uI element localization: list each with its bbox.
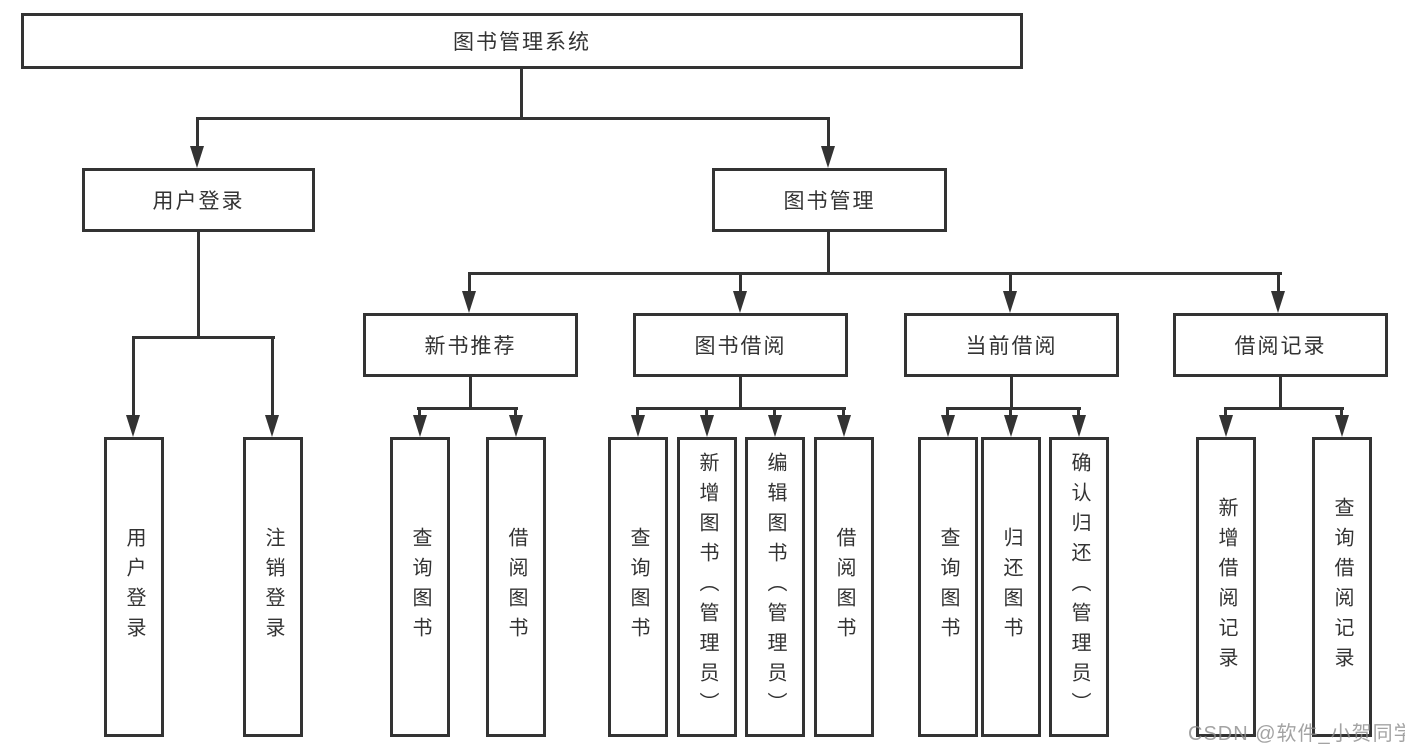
- node-current-borrow: 当前借阅: [904, 313, 1119, 377]
- node-root: 图书管理系统: [21, 13, 1023, 69]
- arrowhead-icon: [509, 415, 523, 437]
- connector-borrow-records-horizontal: [1224, 407, 1344, 410]
- leaf-borrow-books-2-label: 借阅图书: [833, 527, 855, 647]
- node-borrow-records: 借阅记录: [1173, 313, 1388, 377]
- connector-level1-horizontal: [196, 117, 830, 120]
- node-borrow-records-label: 借阅记录: [1234, 335, 1327, 358]
- leaf-add-borrow-record-label: 新增借阅记录: [1215, 497, 1237, 677]
- node-new-book-recommend-label: 新书推荐: [424, 335, 517, 358]
- leaf-borrow-books-2: 借阅图书: [814, 437, 874, 737]
- leaf-edit-books-admin-label: 编辑图书（管理员）: [764, 452, 786, 722]
- connector-current-borrow-stem: [1010, 375, 1013, 410]
- connector-to-new-book-recommend: [468, 272, 471, 293]
- connector-to-user-login: [196, 117, 199, 148]
- leaf-add-books-admin: 新增图书（管理员）: [677, 437, 737, 737]
- connector-book-borrow-stem: [739, 375, 742, 410]
- node-user-login-group-label: 用户登录: [152, 190, 245, 213]
- arrowhead-icon: [631, 415, 645, 437]
- leaf-user-login-label: 用户登录: [123, 527, 145, 647]
- connector-to-leaf: [1077, 407, 1080, 417]
- connector-to-leaf: [418, 407, 421, 417]
- leaf-logout: 注销登录: [243, 437, 303, 737]
- node-book-borrow-label: 图书借阅: [694, 335, 787, 358]
- connector-book-borrow-horizontal: [636, 407, 846, 410]
- leaf-return-books-label: 归还图书: [1000, 527, 1022, 647]
- node-current-borrow-label: 当前借阅: [965, 335, 1058, 358]
- connector-user-login-horizontal: [132, 336, 275, 339]
- leaf-query-borrow-record: 查询借阅记录: [1312, 437, 1372, 737]
- arrowhead-icon: [821, 146, 835, 168]
- leaf-borrow-books-1-label: 借阅图书: [505, 527, 527, 647]
- node-user-login-group: 用户登录: [82, 168, 315, 232]
- connector-root-stem: [520, 69, 523, 120]
- leaf-query-books-3: 查询图书: [918, 437, 978, 737]
- arrowhead-icon: [1072, 415, 1086, 437]
- leaf-query-books-3-label: 查询图书: [937, 527, 959, 647]
- leaf-add-books-admin-label: 新增图书（管理员）: [696, 452, 718, 722]
- arrowhead-icon: [1003, 291, 1017, 313]
- connector-to-leaf: [946, 407, 949, 417]
- connector-to-leaf: [1340, 407, 1343, 417]
- arrowhead-icon: [837, 415, 851, 437]
- arrowhead-icon: [1004, 415, 1018, 437]
- node-book-borrow: 图书借阅: [633, 313, 848, 377]
- arrowhead-icon: [1335, 415, 1349, 437]
- connector-to-leaf: [1009, 407, 1012, 417]
- arrowhead-icon: [265, 415, 279, 437]
- connector-to-leaf-user-login: [132, 336, 135, 417]
- arrowhead-icon: [413, 415, 427, 437]
- leaf-edit-books-admin: 编辑图书（管理员）: [745, 437, 805, 737]
- leaf-query-books-2: 查询图书: [608, 437, 668, 737]
- connector-new-book-stem: [469, 375, 472, 410]
- node-book-management: 图书管理: [712, 168, 947, 232]
- leaf-query-books-1-label: 查询图书: [409, 527, 431, 647]
- arrowhead-icon: [941, 415, 955, 437]
- connector-to-leaf: [636, 407, 639, 417]
- arrowhead-icon: [700, 415, 714, 437]
- connector-to-borrow-records: [1277, 272, 1280, 293]
- arrowhead-icon: [126, 415, 140, 437]
- connector-to-leaf: [514, 407, 517, 417]
- connector-to-leaf-logout: [271, 336, 274, 417]
- connector-current-borrow-horizontal: [946, 407, 1081, 410]
- node-book-management-label: 图书管理: [783, 190, 876, 213]
- connector-to-leaf: [842, 407, 845, 417]
- node-new-book-recommend: 新书推荐: [363, 313, 578, 377]
- connector-borrow-records-stem: [1279, 375, 1282, 410]
- leaf-confirm-return-admin-label: 确认归还（管理员）: [1068, 452, 1090, 722]
- leaf-user-login: 用户登录: [104, 437, 164, 737]
- leaf-query-borrow-record-label: 查询借阅记录: [1331, 497, 1353, 677]
- csdn-watermark: CSDN @软件_小贺同学: [1188, 723, 1405, 745]
- arrowhead-icon: [768, 415, 782, 437]
- arrowhead-icon: [733, 291, 747, 313]
- leaf-query-books-1: 查询图书: [390, 437, 450, 737]
- connector-level3-horizontal: [468, 272, 1282, 275]
- connector-to-book-borrow: [739, 272, 742, 293]
- arrowhead-icon: [1271, 291, 1285, 313]
- leaf-confirm-return-admin: 确认归还（管理员）: [1049, 437, 1109, 737]
- connector-to-leaf: [773, 407, 776, 417]
- leaf-query-books-2-label: 查询图书: [627, 527, 649, 647]
- connector-to-leaf: [1224, 407, 1227, 417]
- arrowhead-icon: [1219, 415, 1233, 437]
- connector-book-management-stem: [827, 231, 830, 275]
- connector-new-book-horizontal: [417, 407, 518, 410]
- leaf-borrow-books-1: 借阅图书: [486, 437, 546, 737]
- leaf-logout-label: 注销登录: [262, 527, 284, 647]
- leaf-add-borrow-record: 新增借阅记录: [1196, 437, 1256, 737]
- node-root-label: 图书管理系统: [453, 31, 591, 54]
- connector-to-leaf: [705, 407, 708, 417]
- arrowhead-icon: [190, 146, 204, 168]
- connector-user-login-stem: [197, 230, 200, 339]
- connector-to-book-management: [827, 117, 830, 148]
- leaf-return-books: 归还图书: [981, 437, 1041, 737]
- arrowhead-icon: [462, 291, 476, 313]
- connector-to-current-borrow: [1009, 272, 1012, 293]
